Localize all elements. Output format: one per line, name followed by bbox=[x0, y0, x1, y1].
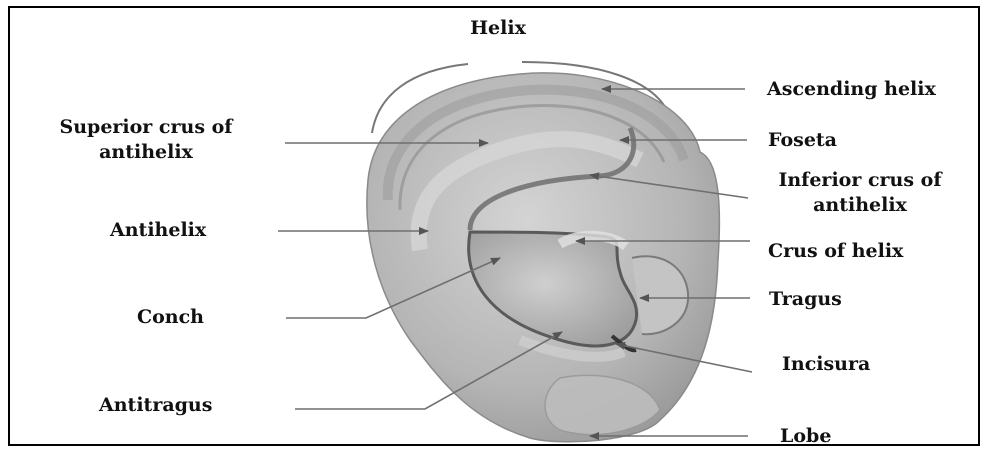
label-antitragus: Antitragus bbox=[99, 393, 212, 418]
label-lobe: Lobe bbox=[780, 424, 831, 449]
label-superior-crus-line1: Superior crus of bbox=[34, 115, 258, 140]
label-inferior-crus: Inferior crus of antihelix bbox=[762, 168, 958, 218]
label-crus-of-helix: Crus of helix bbox=[768, 239, 903, 264]
label-helix: Helix bbox=[468, 16, 528, 41]
label-ascending-helix: Ascending helix bbox=[767, 77, 936, 102]
label-superior-crus-line2: antihelix bbox=[34, 140, 258, 165]
label-conch: Conch bbox=[137, 305, 204, 330]
label-incisura: Incisura bbox=[782, 352, 870, 377]
label-tragus: Tragus bbox=[769, 287, 842, 312]
label-superior-crus: Superior crus of antihelix bbox=[34, 115, 258, 165]
label-inferior-crus-line1: Inferior crus of bbox=[762, 168, 958, 193]
label-antihelix: Antihelix bbox=[110, 218, 206, 243]
label-foseta: Foseta bbox=[768, 128, 837, 153]
label-inferior-crus-line2: antihelix bbox=[762, 193, 958, 218]
